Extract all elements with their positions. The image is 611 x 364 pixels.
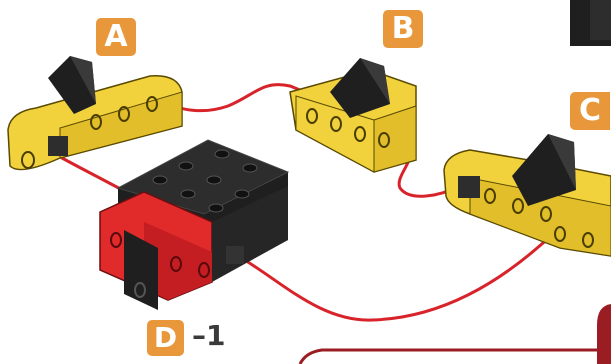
assembly-b xyxy=(289,58,417,173)
red-panel-corner xyxy=(298,304,611,364)
label-d-badge: D xyxy=(147,320,184,356)
assembly-d xyxy=(99,139,290,310)
partial-black-block xyxy=(570,0,611,46)
label-d-suffix: –1 xyxy=(192,319,226,352)
assembly-a xyxy=(7,56,183,171)
label-b-badge: B xyxy=(383,10,423,48)
wire-d-to-c xyxy=(236,230,557,322)
label-a-badge: A xyxy=(96,18,136,56)
black-post xyxy=(124,230,158,310)
label-c-badge: C xyxy=(570,92,610,130)
assembly-c xyxy=(443,134,611,257)
wire-a-to-d xyxy=(60,156,128,194)
